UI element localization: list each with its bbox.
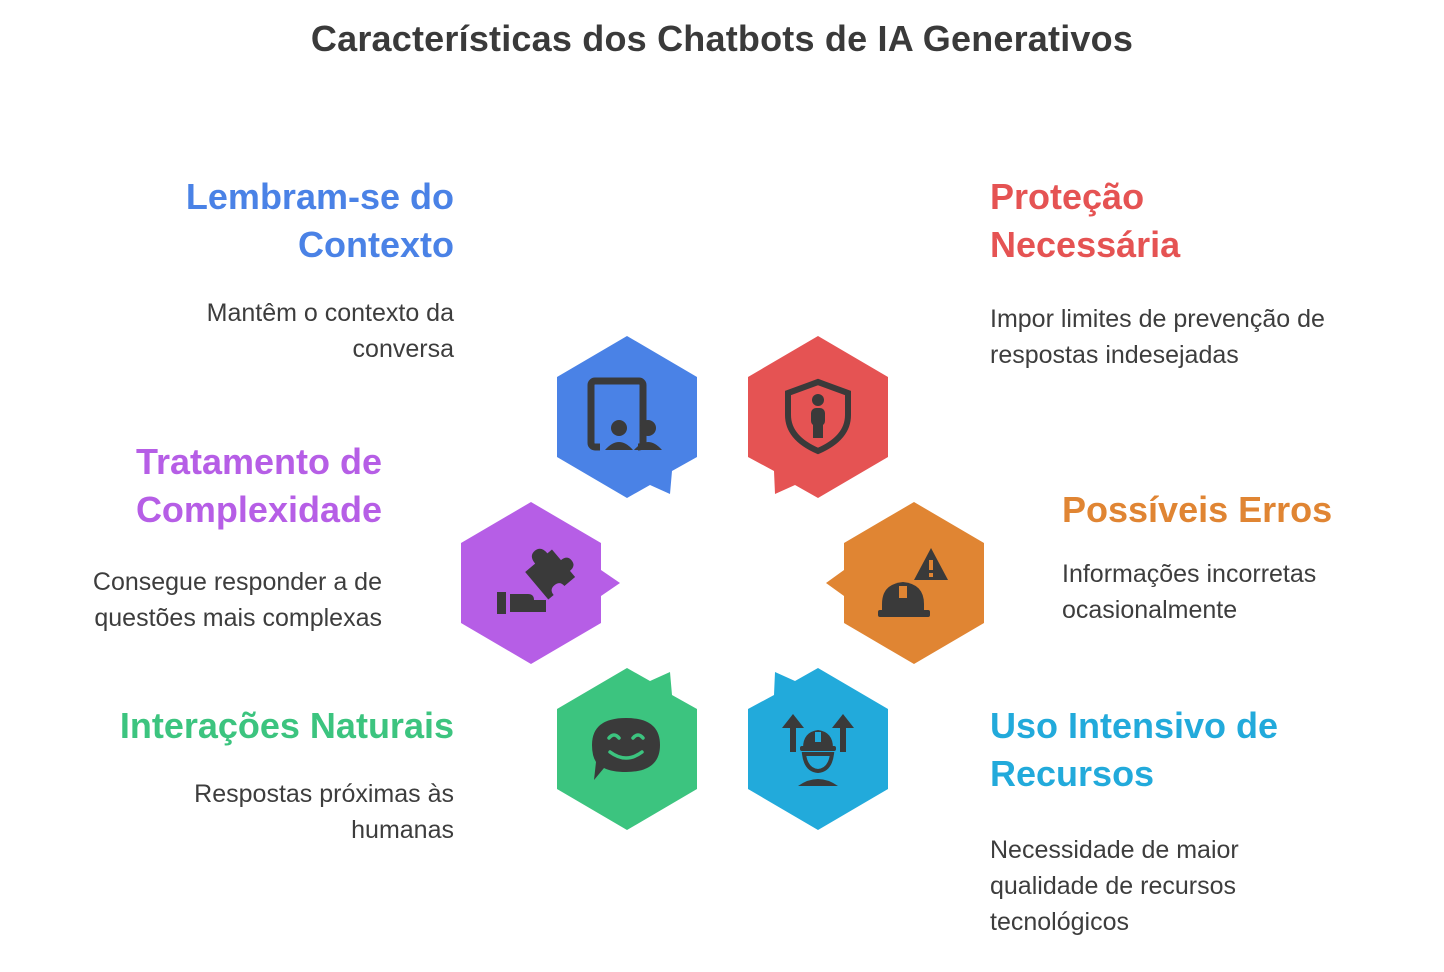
hexagon-resources bbox=[748, 668, 888, 830]
hexagon-protection bbox=[748, 336, 888, 498]
meeting-board-icon bbox=[587, 377, 662, 454]
item-description: Informações incorretas ocasionalmente bbox=[1062, 560, 1317, 624]
item-complexity: Tratamento de Complexidade Consegue resp… bbox=[40, 438, 382, 636]
item-resources: Uso Intensivo de Recursos Necessidade de… bbox=[990, 702, 1330, 940]
item-heading: Lembram-se do Contexto bbox=[185, 176, 454, 265]
hexagon-natural bbox=[557, 668, 697, 830]
item-description: Consegue responder a de questões mais co… bbox=[92, 568, 382, 632]
item-context: Lembram-se do Contexto Mantêm o contexto… bbox=[60, 173, 454, 367]
item-heading: Interações Naturais bbox=[119, 705, 454, 746]
warning-hardhat-icon bbox=[878, 548, 948, 617]
item-errors: Possíveis Erros Informações incorretas o… bbox=[1062, 486, 1422, 628]
page-title: Características dos Chatbots de IA Gener… bbox=[310, 18, 1134, 59]
item-description: Necessidade de maior qualidade de recurs… bbox=[990, 836, 1239, 936]
item-natural: Interações Naturais Respostas próximas à… bbox=[60, 702, 454, 848]
item-description: Respostas próximas às humanas bbox=[194, 780, 454, 844]
smile-chat-icon bbox=[592, 718, 660, 780]
item-heading: Uso Intensivo de Recursos bbox=[990, 705, 1279, 794]
puzzle-hand-icon bbox=[497, 548, 576, 614]
worker-arrows-icon bbox=[782, 714, 854, 786]
item-heading: Possíveis Erros bbox=[1062, 489, 1333, 530]
item-protection: Proteção Necessária Impor limites de pre… bbox=[990, 173, 1330, 373]
item-heading: Proteção Necessária bbox=[990, 176, 1181, 265]
item-description: Impor limites de prevenção de respostas … bbox=[990, 305, 1325, 369]
hexagon-complexity bbox=[461, 502, 620, 664]
hexagon-context bbox=[557, 336, 697, 498]
shield-person-icon bbox=[785, 378, 851, 455]
item-heading: Tratamento de Complexidade bbox=[135, 441, 382, 530]
hexagon-errors bbox=[826, 502, 984, 664]
item-description: Mantêm o contexto da conversa bbox=[206, 299, 454, 363]
